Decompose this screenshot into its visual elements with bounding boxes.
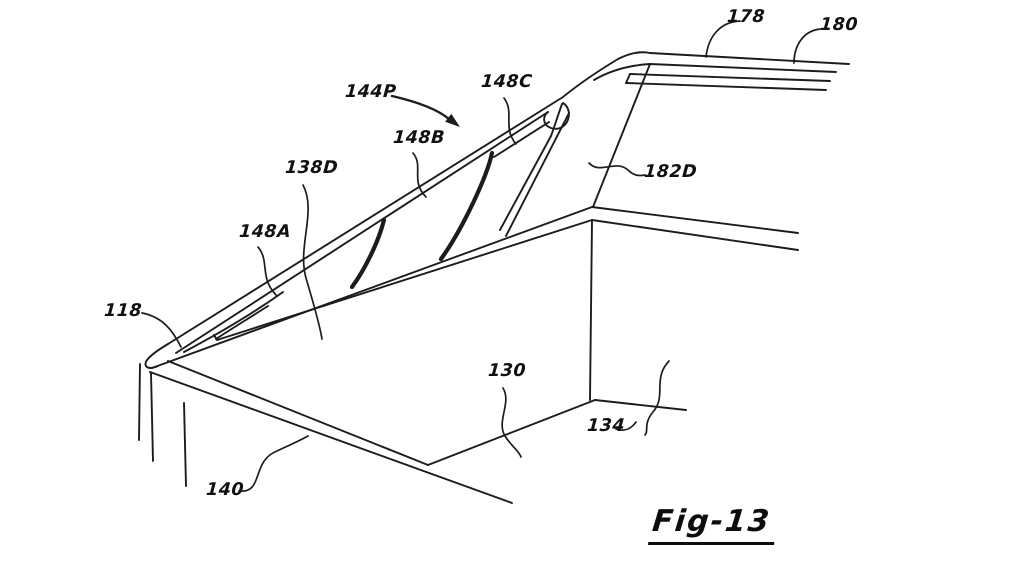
arrow-shaft-144P [390, 94, 451, 121]
ref-label-182D: 182D [643, 162, 698, 182]
leader-148A [257, 246, 277, 296]
near-rail-inner-edge [167, 360, 429, 466]
ref-label-144P: 144P [344, 82, 398, 102]
panel-strut-2 [438, 150, 495, 262]
leader-lines [141, 20, 821, 492]
leader-148C [503, 97, 517, 145]
leader-118 [141, 312, 182, 348]
leader-134 [615, 421, 637, 432]
front-corner-vertical-1 [138, 363, 141, 441]
ref-label-130: 130 [487, 361, 527, 381]
rolled-end-curl [543, 102, 570, 130]
leader-182D [588, 162, 646, 177]
bed-right-rail-1 [591, 206, 799, 234]
upper-panel-bottom-edge [493, 121, 550, 158]
ref-label-118: 118 [103, 301, 143, 321]
leader-148B [412, 152, 427, 198]
ref-label-148B: 148B [392, 128, 446, 148]
sail-panel-right-edge [592, 63, 651, 208]
bed-side-top-rail-1 [151, 206, 593, 369]
leader-138D [302, 184, 323, 340]
sail-panel-and-roof-rails [592, 63, 837, 208]
near-rail-outer-edge [149, 371, 513, 504]
cargo-bed [138, 206, 799, 504]
floor-far-edge-stub [594, 399, 687, 411]
arrowhead-144P [445, 113, 460, 127]
panel-strut-1 [349, 217, 387, 290]
figure-caption: Fig-13 [648, 504, 779, 545]
drip-rail-line-2 [625, 82, 827, 91]
ref-label-138D: 138D [284, 158, 339, 178]
leader-130 [501, 387, 522, 458]
nose-panel-curve-inner [215, 305, 269, 340]
rail-top-edge [167, 51, 850, 345]
drip-rail-line-1 [629, 73, 831, 82]
drip-rail-step [625, 73, 631, 84]
ref-label-148A: 148A [238, 222, 292, 242]
upper-panel-front-edge [505, 112, 570, 237]
nose-panel-curve-outer [183, 291, 284, 353]
bed-side-top-rail-2 [213, 219, 593, 341]
cover-rail-assembly [144, 51, 850, 369]
leader-140 [238, 435, 309, 492]
upper-panel-back-edge [499, 103, 563, 231]
front-corner-vertical-3 [183, 402, 187, 487]
floor-right-edge [427, 399, 596, 466]
rail-inner-edge [175, 111, 549, 354]
bed-right-rail-2 [591, 219, 799, 251]
leader-178 [705, 20, 741, 58]
break-curve-134 [644, 360, 670, 436]
leader-180 [793, 28, 821, 64]
ref-label-148C: 148C [480, 72, 534, 92]
ref-label-178: 178 [726, 7, 766, 27]
ref-label-140: 140 [205, 480, 245, 500]
rail-nose-tip [144, 343, 169, 369]
front-corner-vertical-2 [150, 372, 154, 462]
pillar-corner-edge [589, 219, 593, 401]
ref-label-180: 180 [819, 15, 859, 35]
ref-label-134: 134 [586, 416, 626, 436]
